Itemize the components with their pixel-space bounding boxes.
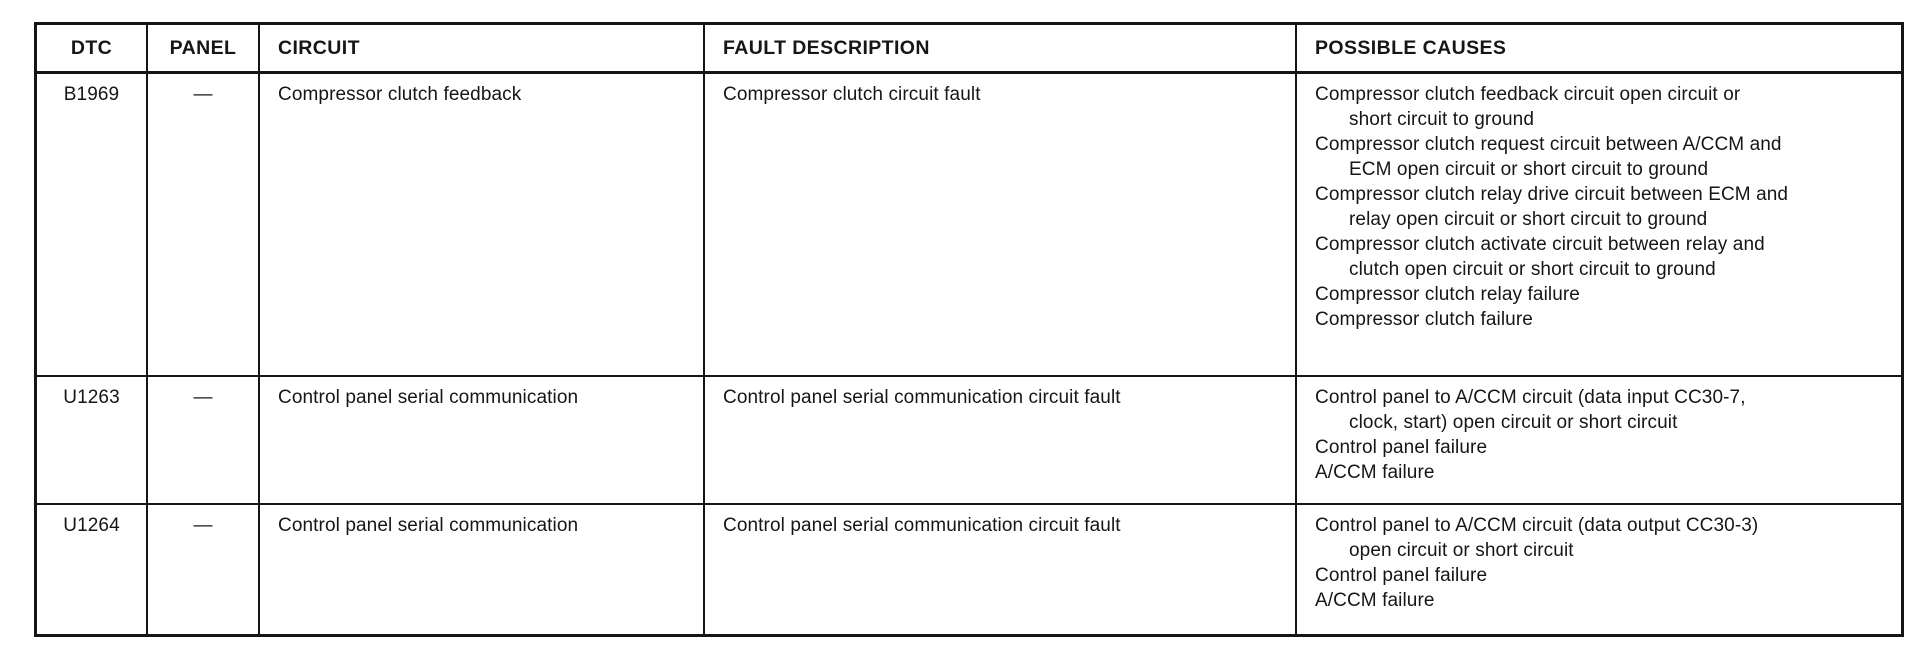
circuit-cell: Control panel serial communication	[260, 377, 705, 505]
cause-line: Compressor clutch activate circuit betwe…	[1315, 234, 1765, 255]
cause-item: Control panel failure	[1315, 435, 1889, 460]
cause-item: A/CCM failure	[1315, 460, 1889, 485]
fault-description-cell: Control panel serial communication circu…	[705, 505, 1297, 634]
cause-item: Control panel to A/CCM circuit (data inp…	[1315, 385, 1889, 435]
circuit-cell: Compressor clutch feedback	[260, 74, 705, 377]
column-header-fault-description: FAULT DESCRIPTION	[705, 25, 1297, 74]
cause-item: Compressor clutch activate circuit betwe…	[1315, 232, 1889, 282]
cause-item: A/CCM failure	[1315, 588, 1889, 613]
possible-causes-cell: Control panel to A/CCM circuit (data out…	[1297, 505, 1901, 634]
cause-line: Compressor clutch request circuit betwee…	[1315, 134, 1782, 155]
fault-description-cell: Control panel serial communication circu…	[705, 377, 1297, 505]
circuit-cell: Control panel serial communication	[260, 505, 705, 634]
dtc-cell: U1263	[37, 377, 148, 505]
dtc-cell: U1264	[37, 505, 148, 634]
cause-line: Control panel failure	[1315, 565, 1488, 586]
cause-item: Control panel to A/CCM circuit (data out…	[1315, 513, 1889, 563]
cause-line: Control panel failure	[1315, 437, 1488, 458]
cause-line: A/CCM failure	[1315, 462, 1435, 483]
dtc-cell: B1969	[37, 74, 148, 377]
cause-line: Control panel to A/CCM circuit (data inp…	[1315, 387, 1746, 408]
possible-causes-cell: Control panel to A/CCM circuit (data inp…	[1297, 377, 1901, 505]
cause-line: open circuit or short circuit	[1349, 540, 1574, 561]
cause-line: Compressor clutch feedback circuit open …	[1315, 84, 1741, 105]
column-header-dtc: DTC	[37, 25, 148, 74]
cause-item: Compressor clutch request circuit betwee…	[1315, 132, 1889, 182]
cause-line: ECM open circuit or short circuit to gro…	[1349, 159, 1709, 180]
cause-line: Compressor clutch relay drive circuit be…	[1315, 184, 1789, 205]
column-header-circuit: CIRCUIT	[260, 25, 705, 74]
dtc-fault-table: DTC PANEL CIRCUIT FAULT DESCRIPTION POSS…	[34, 22, 1904, 637]
cause-item: Compressor clutch feedback circuit open …	[1315, 82, 1889, 132]
panel-cell: —	[148, 74, 260, 377]
cause-line: Compressor clutch relay failure	[1315, 284, 1580, 305]
possible-causes-cell: Compressor clutch feedback circuit open …	[1297, 74, 1901, 377]
cause-line: relay open circuit or short circuit to g…	[1349, 209, 1708, 230]
cause-item: Control panel failure	[1315, 563, 1889, 588]
cause-line: short circuit to ground	[1349, 109, 1534, 130]
cause-line: clock, start) open circuit or short circ…	[1349, 412, 1678, 433]
cause-line: Compressor clutch failure	[1315, 309, 1533, 330]
cause-item: Compressor clutch failure	[1315, 307, 1889, 332]
cause-line: Control panel to A/CCM circuit (data out…	[1315, 515, 1759, 536]
cause-item: Compressor clutch relay failure	[1315, 282, 1889, 307]
column-header-possible-causes: POSSIBLE CAUSES	[1297, 25, 1901, 74]
fault-description-cell: Compressor clutch circuit fault	[705, 74, 1297, 377]
cause-item: Compressor clutch relay drive circuit be…	[1315, 182, 1889, 232]
panel-cell: —	[148, 377, 260, 505]
panel-cell: —	[148, 505, 260, 634]
column-header-panel: PANEL	[148, 25, 260, 74]
cause-line: A/CCM failure	[1315, 590, 1435, 611]
cause-line: clutch open circuit or short circuit to …	[1349, 259, 1716, 280]
